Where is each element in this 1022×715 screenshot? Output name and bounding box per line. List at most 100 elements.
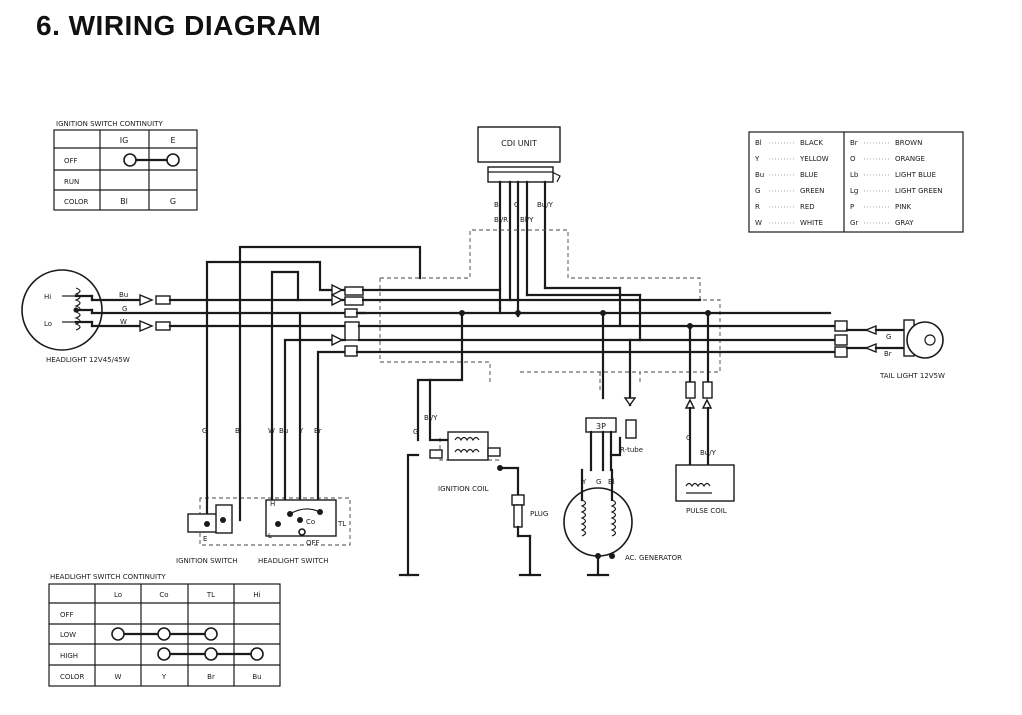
hs-col-hi: Hi bbox=[253, 591, 260, 599]
continuity-node bbox=[250, 647, 264, 661]
continuity-node bbox=[157, 627, 171, 641]
r-tube-label: R-tube bbox=[620, 446, 643, 454]
hs-row-high: HIGH bbox=[60, 652, 78, 660]
hs-col-co: Co bbox=[159, 591, 168, 599]
legend-code: O bbox=[850, 155, 856, 163]
sw-wire-y: Y bbox=[298, 427, 304, 435]
ac-generator: 3P R-tube Y G Bl AC. GENERATOR bbox=[563, 311, 682, 577]
ignition-coil-label: IGNITION COIL bbox=[438, 485, 489, 493]
ignition-switch: E IGNITION SWITCH bbox=[176, 504, 238, 565]
ignition-row-color: COLOR bbox=[64, 198, 89, 206]
ignition-coil: Bl/Y G IGNITION COIL bbox=[398, 311, 520, 577]
hs-l: L bbox=[268, 532, 272, 540]
coil-wire-g: G bbox=[413, 428, 418, 436]
legend-name: BLACK bbox=[800, 139, 823, 147]
headlight: Hi Lo HEADLIGHT 12V45/45W Bu G W bbox=[21, 269, 367, 364]
hs-co: Co bbox=[306, 518, 315, 526]
headlight-switch-continuity-table: HEADLIGHT SWITCH CONTINUITY Lo Co TL Hi … bbox=[48, 573, 281, 687]
legend-name: ORANGE bbox=[895, 155, 925, 163]
hl-wire-bu: Bu bbox=[119, 291, 128, 299]
cdi-wire-bl: Bl bbox=[494, 201, 501, 209]
legend-code: Lb bbox=[850, 171, 859, 179]
ignition-table-title: IGNITION SWITCH CONTINUITY bbox=[56, 120, 163, 128]
legend-code: P bbox=[850, 203, 854, 211]
legend-code: Lg bbox=[850, 187, 858, 195]
legend-code: W bbox=[755, 219, 762, 227]
ignition-switch-label: IGNITION SWITCH bbox=[176, 557, 238, 565]
tail-light-label: TAIL LIGHT 12V5W bbox=[879, 372, 945, 380]
hs-color-tl: Br bbox=[207, 673, 215, 681]
legend-name: YELLOW bbox=[799, 155, 829, 163]
sw-wire-bu: Bu bbox=[279, 427, 288, 435]
cdi-wire-g: G bbox=[514, 201, 519, 209]
legend-code: R bbox=[755, 203, 760, 211]
ac-generator-label: AC. GENERATOR bbox=[625, 554, 682, 562]
wire-harness-outline bbox=[199, 229, 721, 546]
headlight-hi: Hi bbox=[44, 293, 51, 301]
pulse-coil: G Bu/Y PULSE COIL bbox=[675, 311, 735, 515]
sw-wire-br: Br bbox=[314, 427, 322, 435]
cdi-unit: CDI UNIT Bl Bl/R G Bl/Y Bu/Y bbox=[477, 126, 561, 318]
pulse-wire-bu-y: Bu/Y bbox=[700, 449, 717, 457]
hl-wire-w: W bbox=[120, 318, 127, 326]
legend-name: BROWN bbox=[895, 139, 922, 147]
legend-name: LIGHT GREEN bbox=[895, 187, 943, 195]
continuity-node bbox=[123, 153, 137, 167]
cdi-wire-bl-y: Bl/Y bbox=[520, 216, 534, 224]
headlight-table-title: HEADLIGHT SWITCH CONTINUITY bbox=[50, 573, 166, 581]
cdi-wire-bl-r: Bl/R bbox=[494, 216, 508, 224]
legend-code: Bl bbox=[755, 139, 762, 147]
legend-code: G bbox=[755, 187, 760, 195]
headlight-switch: H Co TL L OFF HEADLIGHT SWITCH bbox=[258, 499, 346, 565]
ignition-switch-e: E bbox=[203, 535, 207, 543]
legend-code: Y bbox=[754, 155, 760, 163]
sw-wire-w: W bbox=[268, 427, 275, 435]
headlight-lo: Lo bbox=[44, 320, 52, 328]
pulse-coil-label: PULSE COIL bbox=[686, 507, 727, 515]
main-connectors bbox=[331, 283, 364, 357]
hs-row-low: LOW bbox=[60, 631, 76, 639]
hs-row-off: OFF bbox=[60, 611, 74, 619]
legend-name: GREEN bbox=[800, 187, 824, 195]
tail-light: G Br TAIL LIGHT 12V5W bbox=[834, 319, 945, 380]
headlight-switch-label: HEADLIGHT SWITCH bbox=[258, 557, 328, 565]
ignition-col-e: E bbox=[170, 136, 175, 145]
legend-code: Bu bbox=[755, 171, 764, 179]
ignition-color-ig: Bl bbox=[120, 197, 128, 206]
continuity-node bbox=[157, 647, 171, 661]
gen-wire-g: G bbox=[596, 478, 601, 486]
connector-3p: 3P bbox=[596, 422, 606, 431]
headlight-label: HEADLIGHT 12V45/45W bbox=[46, 356, 130, 364]
hs-col-tl: TL bbox=[206, 591, 215, 599]
ign-wire-g: G bbox=[202, 427, 207, 435]
legend-name: PINK bbox=[895, 203, 912, 211]
hs-color-lo: W bbox=[115, 673, 122, 681]
hs-tl: TL bbox=[337, 520, 346, 528]
coil-wire-bl-y: Bl/Y bbox=[424, 414, 438, 422]
legend-code: Br bbox=[850, 139, 858, 147]
pulse-wire-g: G bbox=[686, 434, 691, 442]
legend-code: Gr bbox=[850, 219, 858, 227]
hs-off: OFF bbox=[306, 539, 320, 547]
plug-label: PLUG bbox=[530, 510, 548, 518]
hs-row-color: COLOR bbox=[60, 673, 85, 681]
continuity-node bbox=[204, 647, 218, 661]
ign-wire-bl: Bl bbox=[235, 427, 242, 435]
ignition-row-off: OFF bbox=[64, 157, 78, 165]
cdi-wire-bu-y: Bu/Y bbox=[537, 201, 554, 209]
ignition-row-run: RUN bbox=[64, 178, 79, 186]
switch-wiring: G Bl W Bu Y Br bbox=[202, 245, 422, 522]
legend-name: LIGHT BLUE bbox=[895, 171, 936, 179]
cdi-unit-label: CDI UNIT bbox=[501, 139, 537, 148]
continuity-node bbox=[204, 627, 218, 641]
hl-wire-g: G bbox=[122, 305, 127, 313]
page-title: 6. WIRING DIAGRAM bbox=[36, 10, 322, 41]
main-bus bbox=[355, 286, 837, 354]
spark-plug: PLUG bbox=[511, 494, 548, 577]
continuity-node bbox=[111, 627, 125, 641]
tail-wire-g: G bbox=[886, 333, 891, 341]
legend-name: BLUE bbox=[800, 171, 818, 179]
ignition-col-ig: IG bbox=[120, 136, 129, 145]
